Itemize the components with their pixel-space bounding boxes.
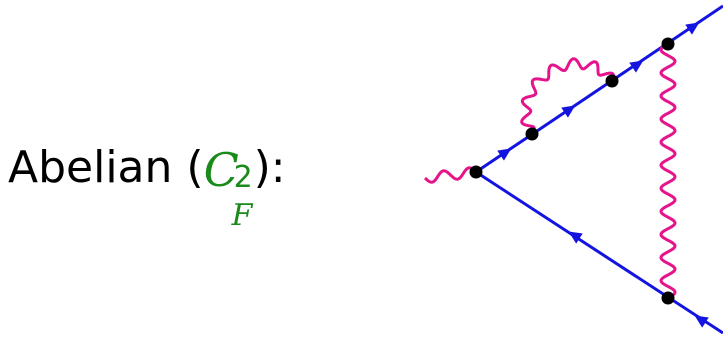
vertex-dot xyxy=(661,37,675,51)
upper-fermion-arrow xyxy=(561,105,576,118)
photon-lines xyxy=(423,42,677,300)
color-factor-symbol: C xyxy=(203,143,239,197)
vertex-dot xyxy=(605,74,619,88)
label-prefix: Abelian ( xyxy=(8,142,204,193)
label-suffix: ): xyxy=(253,142,286,193)
upper-fermion-arrow xyxy=(685,22,700,35)
fermion-arrows xyxy=(497,22,709,328)
upper-fermion-line xyxy=(475,4,723,174)
self-energy-photon xyxy=(520,57,616,135)
lower-fermion-arrow xyxy=(568,231,583,244)
exchange-photon xyxy=(659,42,677,300)
color-factor-subscript: F xyxy=(231,198,253,233)
lower-fermion-arrow xyxy=(694,315,709,328)
incoming-photon xyxy=(423,166,478,184)
color-factor-exponent: 2 xyxy=(233,160,253,195)
vertices xyxy=(469,37,675,305)
vertex-dot xyxy=(469,165,483,179)
lower-fermion-line xyxy=(475,170,723,335)
upper-fermion-arrow xyxy=(497,148,512,161)
vertex-dot xyxy=(661,291,675,305)
vertex-dot xyxy=(525,127,539,141)
upper-fermion-arrow xyxy=(629,60,644,73)
fermion-lines xyxy=(475,4,723,335)
